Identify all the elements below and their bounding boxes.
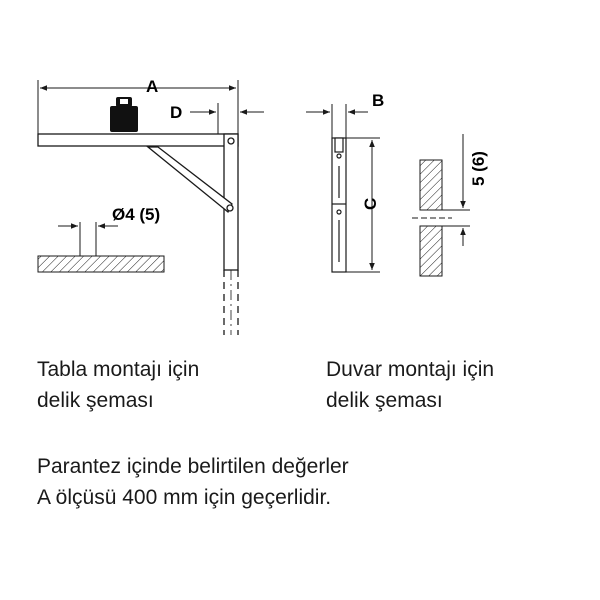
dim-c-label: C [361,198,380,210]
table-mount-caption-line1: Tabla montajı için [37,358,200,381]
footnote: Parantez içinde belirtilen değerler A öl… [37,451,349,513]
strut-pivot [226,204,234,212]
table-hole-scheme [37,222,165,273]
arm-pivot [227,137,235,145]
dimension-a [37,80,239,134]
weight-icon [110,97,138,132]
dimension-b [306,104,368,138]
technical-drawing: A D Ø4 (5) B C [37,77,488,335]
dimension-c [346,137,380,273]
wall-mount-caption: Duvar montajı için delik şeması [326,354,494,416]
dim-a-label: A [146,77,158,96]
wall-mount-caption-line2: delik şeması [326,389,443,412]
footnote-line2: A ölçüsü 400 mm için geçerlidir. [37,486,332,509]
wall-mount-caption-line1: Duvar montajı için [326,358,495,381]
dim-d-label: D [170,103,182,122]
footnote-line1: Parantez içinde belirtilen değerler [37,455,349,478]
bracket-front-view [331,137,347,273]
dimension-d [190,103,264,134]
dim-b-label: B [372,91,384,110]
table-mount-caption: Tabla montajı için delik şeması [37,354,199,416]
hole-diameter-label: Ø4 (5) [112,205,160,224]
hole-offset-label: 5 (6) [469,151,488,186]
wall-hole-scheme [412,134,470,277]
bracket-side-view [37,133,239,335]
bracket-strut [146,146,233,214]
bracket-top-arm [37,133,239,147]
table-mount-caption-line2: delik şeması [37,389,154,412]
